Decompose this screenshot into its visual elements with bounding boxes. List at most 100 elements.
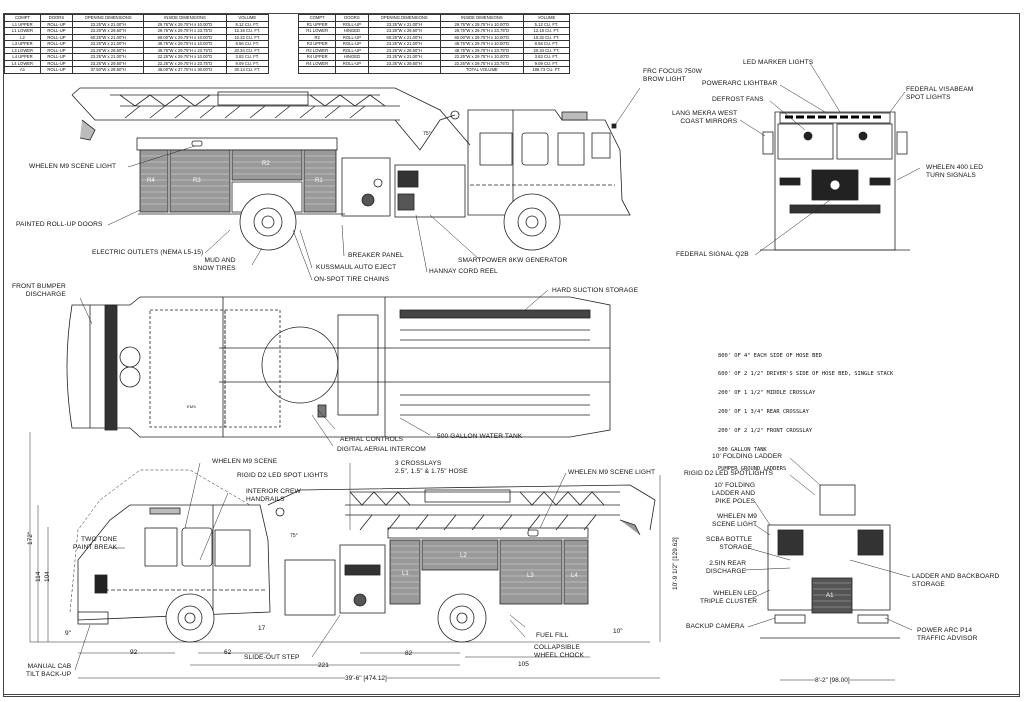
dim-rear-overhang: 105 (518, 661, 529, 668)
rear-view (760, 484, 900, 639)
label-brow-light: FRC FOCUS 750W BROW LIGHT (643, 68, 702, 83)
label-q2b-siren: FEDERAL SIGNAL Q2B (676, 251, 749, 258)
drawing-frame (3, 13, 1020, 697)
compartment-r2 (231, 149, 303, 181)
compartment-label-r3: R3 (193, 178, 201, 184)
compartment-l2 (421, 539, 499, 571)
dim-overall-height-cab: 172" (27, 531, 34, 545)
compartment-r4 (139, 149, 169, 213)
label-backboard-storage: LADDER AND BACKBOARD STORAGE (912, 573, 1000, 588)
label-mirrors: LANG MEKRA WEST COAST MIRRORS (672, 110, 738, 125)
label-cord-reel: HANNAY CORD REEL (429, 268, 498, 275)
label-whelen-scene-light: WHELEN M9 SCENE LIGHT (568, 469, 656, 476)
compartment-table-left: COMPT DOORS OPENING DIMENSIONS INSIDE DI… (3, 14, 270, 74)
compartment-label-l2: L2 (460, 553, 467, 559)
dim-overall-length: 39'-6" [474.12] (345, 675, 387, 682)
label-crosslays: 3 CROSSLAYS 2.5", 1.5" & 1.75" HOSE (395, 460, 468, 475)
note-item: 200' OF 2 1/2" FRONT CROSSLAY (718, 428, 813, 435)
label-electric-outlets: ELECTRIC OUTLETS (NEMA L5-15) (92, 249, 204, 256)
left-side-view (29, 432, 895, 681)
title-block (3, 694, 1020, 702)
angle-label: 75° (423, 131, 431, 137)
label-tire-chains: ON-SPOT TIRE CHAINS (314, 276, 390, 283)
note-item: 200' OF 1 3/4" REAR CROSSLAY (718, 409, 809, 416)
compartment-table-right: COMPT DOORS OPENING DIMENSIONS INSIDE DI… (297, 14, 571, 74)
note-item: 600' OF 2 1/2" DRIVER'S SIDE OF HOSE BED… (718, 371, 894, 378)
total-value: 186.73 CU. FT. (522, 66, 571, 74)
label-front-bumper: FRONT BUMPER DISCHARGE (12, 283, 66, 298)
label-handrails: INTERIOR CREW HANDRAILS (246, 488, 301, 503)
cell-doors: ROLL-UP (40, 66, 73, 74)
dim-wheelbase: 221 (318, 662, 329, 669)
front-wheel (503, 193, 561, 251)
dim-overall-height: 10'-9 1/2" [129.62] (672, 537, 679, 590)
label-paint-break: TWO TONE PAINT BREAK (73, 536, 118, 551)
dim-62: 62 (224, 649, 232, 656)
label-breaker-panel: BREAKER PANEL (348, 252, 404, 259)
equipment-notes: 800' OF 4" EACH SIDE OF HOSE BED 600' OF… (718, 340, 893, 479)
label-rigid-spotlights: RIGID D2 LED SPOTLIGHTS (684, 470, 774, 477)
label-rear-scene-light: WHELEN M9 SCENE LIGHT (712, 513, 758, 528)
label-scba-storage: SCBA BOTTLE STORAGE (706, 536, 753, 551)
cell-compt: R4 LOWER (297, 59, 337, 67)
label-rigid-spot: RIGID D2 LED SPOT LIGHTS (237, 472, 328, 479)
cell-doors: ROLL-UP (335, 59, 369, 67)
aerial-ladder (71, 87, 471, 151)
label-mud-snow-tires: MUD AND SNOW TIRES (193, 257, 236, 272)
compartment-l3 (499, 539, 563, 605)
label-wheel-chock: COLLAPSIBLE WHEEL CHOCK (534, 644, 584, 659)
label-triple-cluster: WHELEN LED TRIPLE CLUSTER (700, 590, 758, 605)
dim-ground-clearance: 9" (65, 630, 71, 637)
compartment-label-l3: L3 (527, 573, 534, 579)
label-rear-discharge: 2.5IN REAR DISCHARGE (706, 560, 747, 575)
label-cab-tilt: MANUAL CAB TILT BACK-UP (26, 663, 72, 678)
label-kussmaul: KUSSMAUL AUTO EJECT (316, 264, 397, 271)
label-folding-ladder: 10' FOLDING LADDER (712, 453, 783, 460)
compartment-label-l1: L1 (402, 571, 409, 577)
cell-opening: 23.25"W x 29.50"H (367, 59, 441, 67)
compartment-label-l4: L4 (571, 573, 578, 579)
label-water-tank: 500 GALLON WATER TANK (437, 433, 523, 440)
label-visabeam: FEDERAL VISABEAM SPOT LIGHTS (906, 86, 974, 101)
dim-rear-clearance: 10" (613, 628, 623, 635)
label-lightbar: POWERARC LIGHTBAR (702, 80, 778, 87)
label-marker-lights: LED MARKER LIGHTS (743, 59, 814, 66)
dim-17: 17 (258, 625, 266, 632)
label-intercom: DIGITAL AERIAL INTERCOM (337, 446, 426, 453)
note-item: 800' OF 4" EACH SIDE OF HOSE BED (718, 352, 822, 359)
compartment-r1 (303, 149, 337, 213)
label-backup-camera: BACKUP CAMERA (686, 623, 745, 630)
dim-front-overhang: 92 (130, 649, 138, 656)
top-view (66, 296, 611, 438)
label-slide-out-step: SLIDE-OUT STEP (244, 654, 300, 661)
angle-label: 75° (290, 533, 298, 539)
label-whelen-m9: WHELEN M9 SCENE LIGHT (29, 163, 117, 170)
label-ems: EMS (187, 404, 196, 409)
front-view (760, 111, 910, 251)
label-roll-up-doors: PAINTED ROLL-UP DOORS (16, 221, 103, 228)
body-top (387, 527, 589, 539)
cell-volume: 9.09 CU. FT. (225, 59, 270, 67)
compartment-l1 (389, 539, 421, 605)
cell-compt: A1 (3, 66, 42, 74)
cab-left (77, 504, 271, 625)
label-whelen-scene: WHELEN M9 SCENE (212, 458, 278, 465)
note-item: 200' OF 1 1/2" MIDDLE CROSSLAY (718, 390, 816, 397)
label-fuel-fill: FUEL FILL (536, 632, 569, 639)
cab-right (467, 109, 631, 216)
cell-volume: 9.09 CU. FT. (522, 59, 571, 67)
compartment-label-r1: R1 (315, 178, 323, 184)
dim-height-104: 104 (44, 571, 51, 582)
compartment-l4 (563, 539, 589, 605)
label-defrost: DEFROST FANS (712, 96, 764, 103)
rear-wheel (437, 593, 487, 643)
dim-height-114: 114 (35, 571, 42, 582)
right-side-view (71, 87, 631, 251)
label-traffic-advisor: POWER ARC P14 TRAFFIC ADVISOR (917, 627, 978, 642)
rear-wheel (239, 193, 297, 251)
cell-compt: L4 LOWER (3, 59, 42, 67)
label-pike-poles: 10' FOLDING LADDER AND PIKE POLES (712, 482, 756, 505)
